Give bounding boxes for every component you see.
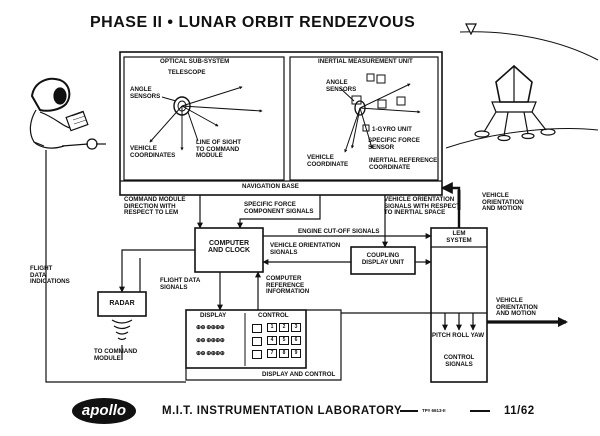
coupling-label: COUPLING DISPLAY UNIT [361,252,405,266]
specific-force-signals-label: SPECIFIC FORCE COMPONENT SIGNALS [244,201,314,215]
astronaut-figure [29,77,106,150]
computer-reference-label: COMPUTER REFERENCE INFORMATION [266,275,310,295]
imu-angle-sensors-label: ANGLE SENSORS [326,79,357,93]
diagram-date: 11/62 [504,405,535,417]
lem-illustration [445,23,599,149]
navigation-base-label: NAVIGATION BASE [242,183,299,190]
control-key-9: 9 [291,349,301,358]
radar-label: RADAR [109,300,135,307]
line-of-sight-label: LINE OF SIGHT TO COMMAND MODULE [196,139,242,159]
vehicle-orientation-inertial-label: VEHICLE ORIENTATION SIGNALS WITH RESPECT… [384,196,460,216]
telescope-drawing [149,86,263,151]
lem-system-label: LEM SYSTEM [446,230,472,244]
control-key-7: 7 [267,349,277,358]
control-key-3: 3 [291,323,301,332]
display-control-panel [185,309,307,369]
control-key-1: 1 [267,323,277,332]
optical-vehicle-coordinates-label: VEHICLE COORDINATES [130,145,176,159]
engine-cutoff-label: ENGINE CUT-OFF SIGNALS [298,228,380,235]
specific-force-sensor-label: SPECIFIC FORCE SENSOR [368,137,420,151]
telescope-label: TELESCOPE [168,69,206,76]
apollo-logo: apollo [72,398,136,424]
display-header: DISPLAY [200,312,227,319]
display-row-2: ⊕⊕ ⊕⊕⊕⊕ [196,338,225,344]
flow-arrows [45,150,487,383]
flight-data-indications-label: FLIGHT DATA INDICATIONS [30,265,70,285]
control-side-key-1 [252,324,262,333]
imu-vehicle-coordinate-label: VEHICLE COORDINATE [307,154,349,168]
imu-header: INERTIAL MEASUREMENT UNIT [318,58,413,65]
control-key-2: 2 [279,323,289,332]
to-command-module-label: TO COMMAND MODULE [94,348,138,362]
display-and-control-label: DISPLAY AND CONTROL [262,371,336,378]
lab-name: M.I.T. INSTRUMENTATION LABORATORY [162,405,403,417]
flight-data-signals-label: FLIGHT DATA SIGNALS [160,277,201,291]
control-signals-label: CONTROL SIGNALS [443,354,475,368]
imu-box [289,56,439,181]
vehicle-orientation-signals-label: VEHICLE ORIENTATION SIGNALS [270,242,341,256]
inertial-reference-label: INERTIAL REFERENCE COORDINATE [369,157,438,171]
gyro-unit-label: 1-GYRO UNIT [372,126,412,133]
optical-subsystem-box [123,56,285,181]
optical-header: OPTICAL SUB-SYSTEM [160,58,230,65]
cm-direction-label: COMMAND MODULE DIRECTION WITH RESPECT TO… [124,196,186,216]
vehicle-orientation-motion-top-label: VEHICLE ORIENTATION AND MOTION [482,192,524,212]
diagram-title: PHASE II • LUNAR ORBIT RENDEZVOUS [90,14,416,31]
control-key-8: 8 [279,349,289,358]
tp-number: TP# 6613-II [422,408,446,413]
display-row-1: ⊕⊕ ⊕⊕⊕⊕ [196,325,225,331]
computer-label: COMPUTER AND CLOCK [208,240,250,255]
control-side-key-2 [252,337,262,346]
control-header: CONTROL [258,312,289,319]
control-key-5: 5 [279,336,289,345]
optical-angle-sensors-label: ANGLE SENSORS [130,86,161,100]
display-control-loop [185,309,342,381]
control-key-6: 6 [291,336,301,345]
navigation-base-frame [119,51,443,196]
display-row-3: ⊕⊕ ⊕⊕⊕⊕ [196,351,225,357]
control-side-key-3 [252,350,262,359]
vehicle-orientation-motion-right-label: VEHICLE ORIENTATION AND MOTION [496,297,538,317]
control-axes-label: PITCH ROLL YAW [432,332,485,339]
control-key-4: 4 [267,336,277,345]
imu-drawing [339,73,421,153]
